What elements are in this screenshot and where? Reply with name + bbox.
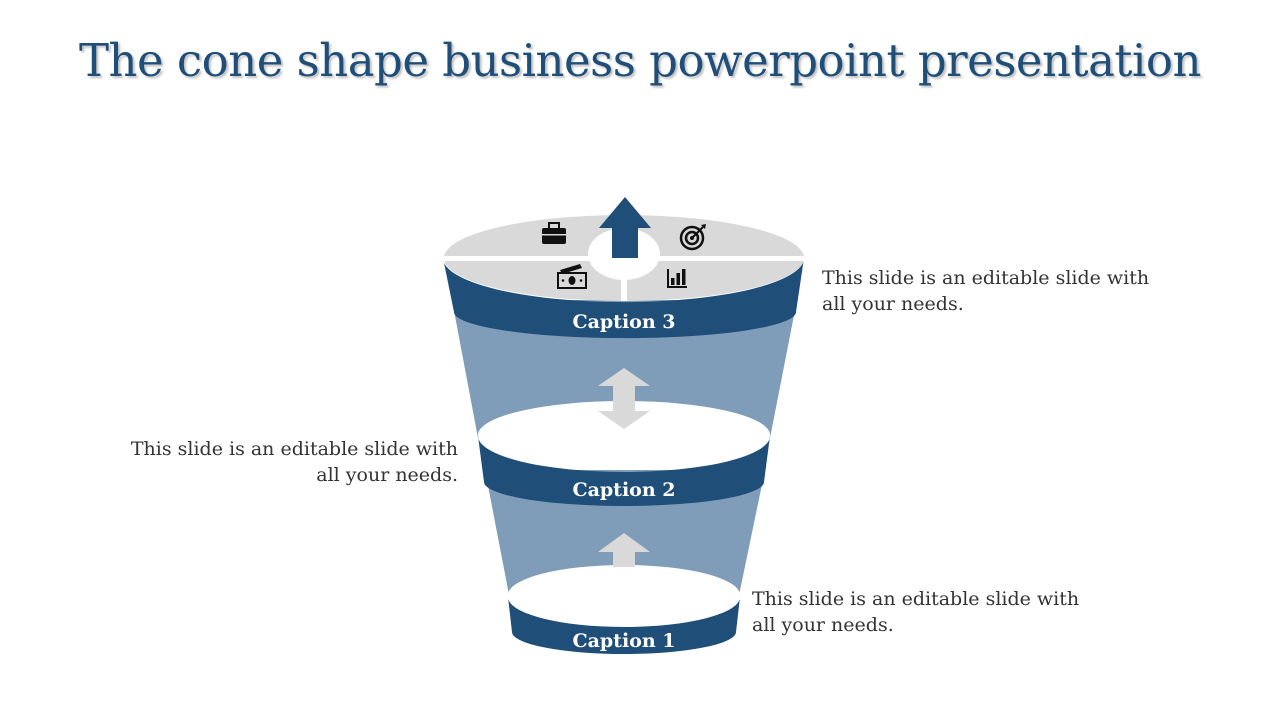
top-up-arrow-icon: [599, 197, 651, 258]
money-icon: [557, 264, 587, 289]
caption-1: Caption 1: [572, 630, 675, 652]
up-arrow-icon: [598, 533, 650, 567]
target-icon: [679, 224, 706, 251]
level-3: Caption 3: [443, 215, 805, 339]
bar-chart-icon: [667, 269, 687, 288]
caption-2: Caption 2: [572, 479, 675, 501]
double-arrow-icon: [598, 368, 650, 429]
level-2: Caption 2: [478, 401, 770, 506]
slide-title: The cone shape business powerpoint prese…: [78, 34, 1202, 87]
description-level-2: This slide is an editable slide with all…: [130, 438, 458, 486]
level-1: Caption 1: [508, 565, 740, 654]
description-level-1: This slide is an editable slide with all…: [752, 588, 1080, 636]
briefcase-icon: [542, 222, 566, 244]
caption-3: Caption 3: [572, 311, 675, 333]
description-level-3: This slide is an editable slide with all…: [822, 267, 1150, 315]
